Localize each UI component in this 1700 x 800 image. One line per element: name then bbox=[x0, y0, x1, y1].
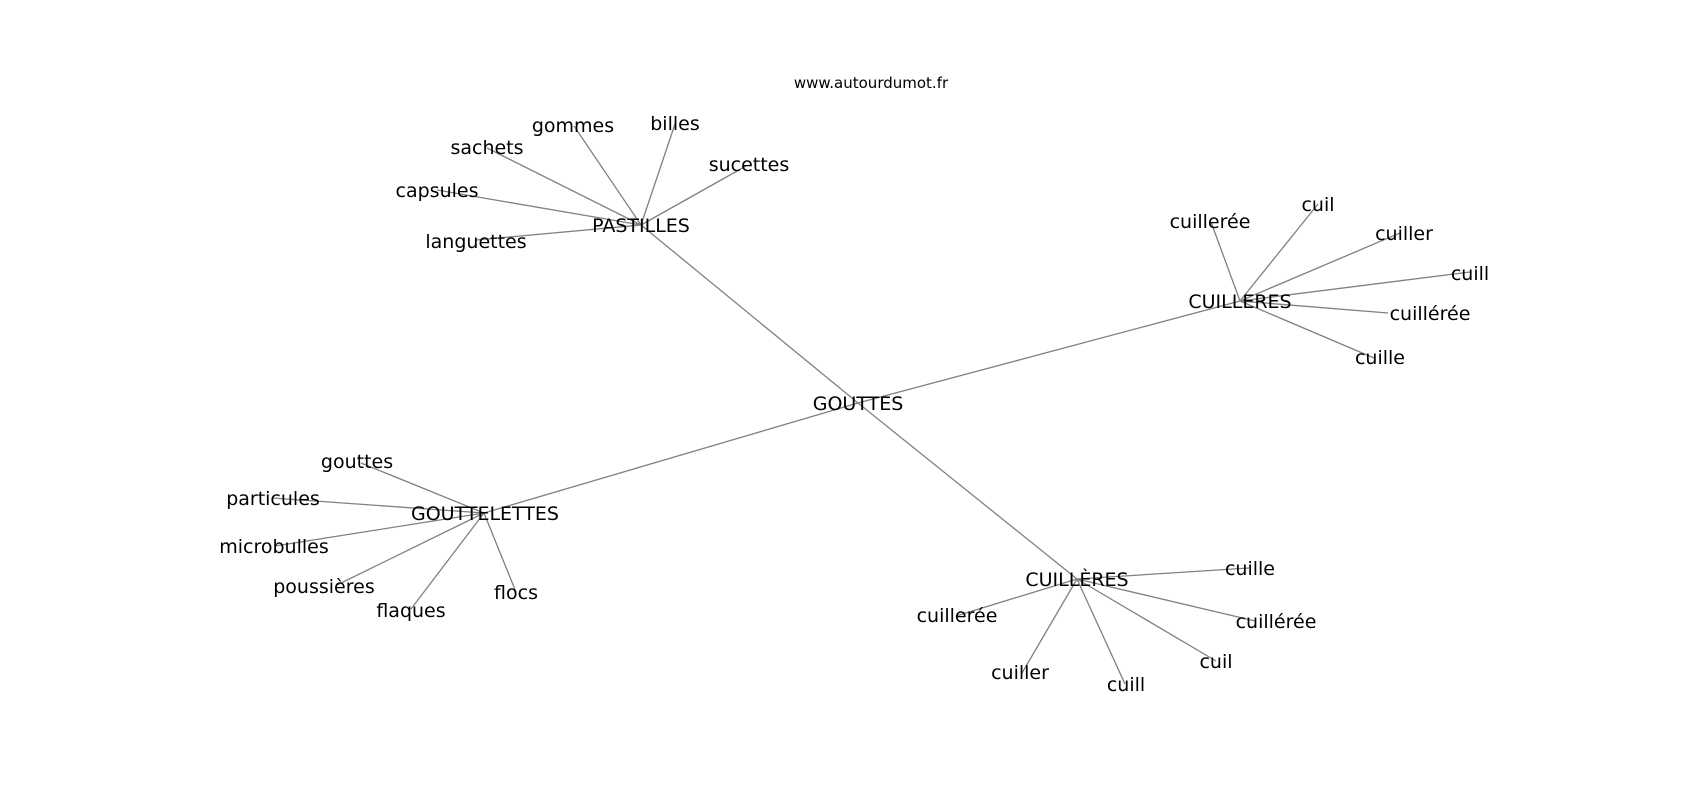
edge-pastilles-gommes bbox=[573, 125, 642, 226]
node-center: GOUTTES bbox=[813, 393, 904, 415]
labels-layer: www.autourdumot.fr GOUTTES PASTILLES gom… bbox=[219, 74, 1489, 696]
node-leaf: cuillérée bbox=[1390, 303, 1471, 325]
node-leaf: flaques bbox=[376, 600, 445, 622]
node-leaf: microbulles bbox=[219, 536, 329, 558]
edge-pastilles-sucettes bbox=[640, 165, 747, 226]
edge-center-cuilleres-grave bbox=[857, 402, 1078, 580]
edge-gouttelettes-particules bbox=[271, 497, 485, 514]
node-leaf: cuille bbox=[1355, 347, 1405, 369]
edge-cuilleres-cuil bbox=[1239, 203, 1319, 302]
node-hub-gouttelettes: GOUTTELETTES bbox=[411, 503, 559, 525]
node-leaf: poussières bbox=[273, 576, 374, 598]
node-leaf: particules bbox=[226, 488, 320, 510]
node-hub-pastilles: PASTILLES bbox=[592, 215, 690, 237]
node-leaf: cuillérée bbox=[1236, 611, 1317, 633]
node-leaf: cuille bbox=[1225, 558, 1275, 580]
edge-gouttelettes-flocs bbox=[483, 512, 517, 593]
edge-gouttelettes-flaques bbox=[410, 512, 485, 610]
edge-center-gouttelettes bbox=[483, 402, 859, 514]
node-leaf: cuiller bbox=[991, 662, 1049, 684]
edges-layer bbox=[271, 123, 1471, 685]
edge-cuilleres-cuill bbox=[1239, 271, 1471, 302]
edge-center-cuilleres bbox=[857, 300, 1241, 404]
edge-gouttelettes-microbulles bbox=[274, 512, 485, 547]
edge-pastilles-sachets bbox=[486, 147, 642, 226]
edge-gouttelettes-poussieres bbox=[336, 512, 485, 586]
edge-cuilleres2-cuilleree bbox=[955, 578, 1078, 617]
edge-cuilleres2-cuiller bbox=[1021, 578, 1078, 674]
node-leaf: capsules bbox=[396, 180, 479, 202]
edge-cuilleres2-cuil bbox=[1076, 578, 1217, 662]
node-leaf: cuil bbox=[1301, 194, 1334, 216]
edge-cuilleres-cuiller bbox=[1239, 232, 1401, 302]
edge-cuilleres2-cuill bbox=[1076, 578, 1126, 685]
edge-pastilles-billes bbox=[640, 123, 676, 226]
edge-cuilleres-cuillereee bbox=[1239, 300, 1389, 314]
node-leaf: cuil bbox=[1199, 651, 1232, 673]
node-leaf: sachets bbox=[450, 137, 523, 159]
node-leaf: languettes bbox=[425, 231, 526, 253]
node-hub-cuilleres: CUILLERES bbox=[1188, 291, 1291, 313]
node-leaf: gouttes bbox=[321, 451, 393, 473]
node-leaf: cuill bbox=[1107, 674, 1145, 696]
node-leaf: sucettes bbox=[709, 154, 790, 176]
edge-cuilleres-cuilleree bbox=[1210, 221, 1241, 302]
edge-gouttelettes-gouttes bbox=[360, 462, 485, 514]
edge-pastilles-languettes bbox=[475, 224, 642, 241]
node-leaf: billes bbox=[650, 113, 700, 135]
node-leaf: cuillerée bbox=[1170, 211, 1251, 233]
node-hub-cuilleres-grave: CUILLÈRES bbox=[1025, 568, 1128, 591]
edge-center-pastilles bbox=[640, 224, 859, 404]
edge-cuilleres-cuille bbox=[1239, 300, 1375, 359]
edge-cuilleres2-cuille bbox=[1076, 567, 1250, 580]
edge-cuilleres2-cuillereee bbox=[1076, 578, 1256, 622]
node-leaf: flocs bbox=[494, 582, 538, 604]
edge-pastilles-capsules bbox=[436, 189, 642, 226]
node-leaf: cuill bbox=[1451, 263, 1489, 285]
watermark: www.autourdumot.fr bbox=[794, 74, 949, 92]
node-leaf: cuillerée bbox=[917, 605, 998, 627]
node-leaf: gommes bbox=[532, 115, 614, 137]
node-leaf: cuiller bbox=[1375, 223, 1433, 245]
